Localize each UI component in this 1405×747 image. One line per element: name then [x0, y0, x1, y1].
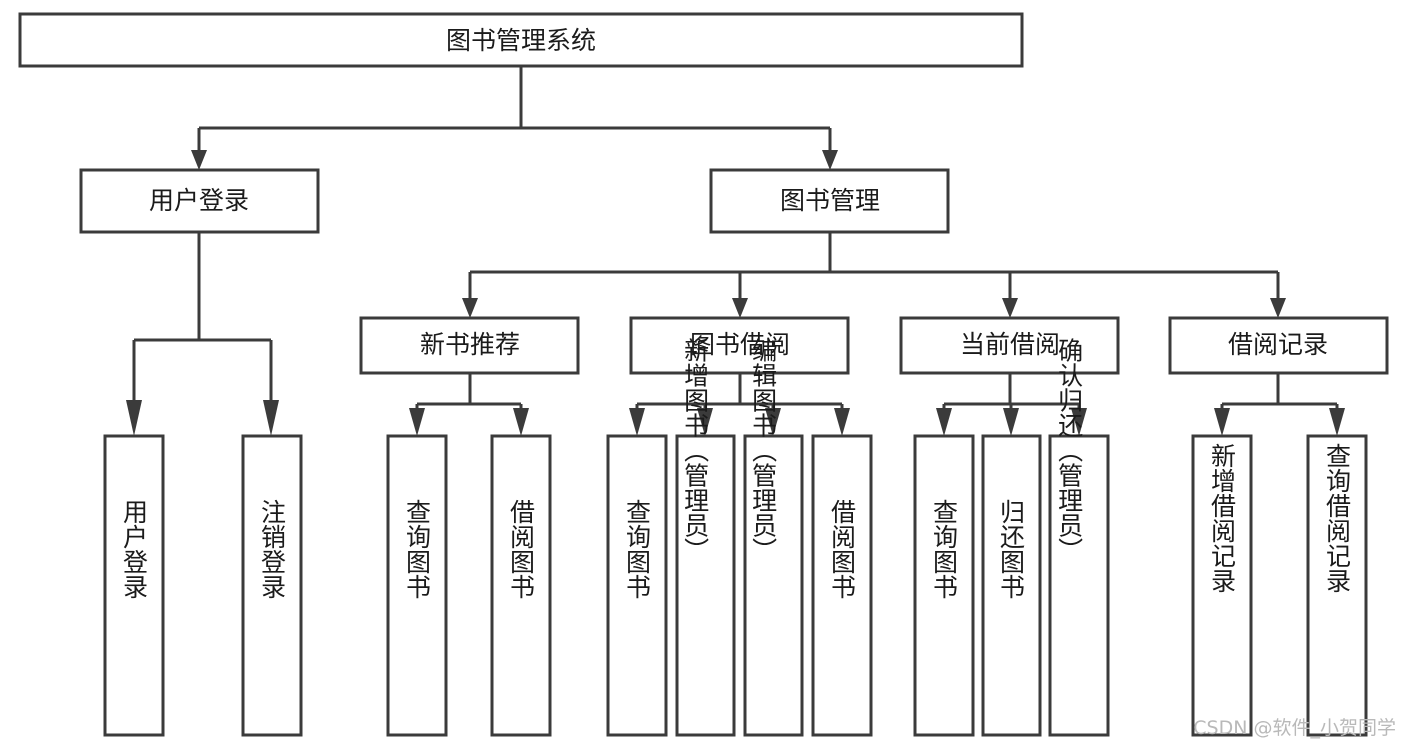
node-user-login-label: 用户登录 — [149, 186, 249, 215]
arrowhead-book-manage — [822, 150, 838, 170]
node-leaf-add-book-box[interactable] — [675, 434, 736, 737]
node-leaf-query-book-2[interactable]: 查询图书 — [606, 434, 668, 737]
node-leaf-borrow-book-2[interactable]: 借阅图书 — [811, 434, 873, 737]
arrowhead-borrow-record — [1270, 298, 1286, 318]
node-leaf-confirm-return[interactable]: 确认归还（管理员） — [1048, 338, 1110, 737]
csdn-watermark: CSDN @软件_小贺同学 — [1193, 717, 1396, 739]
node-current-borrow[interactable]: 当前借阅 — [899, 316, 1120, 375]
arrowhead-leaf-return-book — [1003, 408, 1019, 436]
node-leaf-return-book-box[interactable] — [981, 434, 1042, 737]
node-book-borrow-label: 图书借阅 — [690, 330, 790, 359]
node-leaf-return-book[interactable]: 归还图书 — [981, 434, 1042, 737]
node-leaf-query-record-label: 查询借阅记录 — [1323, 443, 1352, 593]
connector-layer — [126, 66, 1345, 436]
arrowhead-book-borrow — [732, 298, 748, 318]
arrowhead-leaf-add-book — [697, 408, 713, 436]
node-leaf-user-login-box[interactable] — [103, 434, 165, 737]
node-new-book-rec[interactable]: 新书推荐 — [359, 316, 580, 375]
arrowhead-leaf-add-record — [1214, 408, 1230, 436]
node-leaf-add-book[interactable]: 新增图书（管理员） — [675, 338, 736, 737]
node-leaf-query-book-3-label: 查询图书 — [930, 499, 959, 599]
node-leaf-edit-book[interactable]: 编辑图书（管理员） — [743, 338, 804, 737]
node-leaf-query-book-2-label: 查询图书 — [623, 499, 652, 599]
node-leaf-borrow-book-2-box[interactable] — [811, 434, 873, 737]
node-leaf-user-login-label: 用户登录 — [120, 499, 149, 599]
node-leaf-logout-box[interactable] — [241, 434, 303, 737]
node-leaf-query-book-2-box[interactable] — [606, 434, 668, 737]
node-leaf-query-book-3-box[interactable] — [913, 434, 975, 737]
node-leaf-confirm-return-box[interactable] — [1048, 434, 1110, 737]
node-leaf-return-book-label: 归还图书 — [997, 499, 1026, 599]
node-book-manage-box[interactable] — [709, 168, 950, 234]
arrowhead-leaf-logout — [263, 400, 279, 436]
arrowhead-leaf-query-book-2 — [629, 408, 645, 436]
node-leaf-add-record[interactable]: 新增借阅记录 — [1191, 434, 1253, 737]
arrowhead-leaf-borrow-book-1 — [513, 408, 529, 436]
node-leaf-add-book-label: 新增图书（管理员） — [681, 338, 710, 563]
node-borrow-record-label: 借阅记录 — [1228, 330, 1328, 359]
node-leaf-query-book-1[interactable]: 查询图书 — [386, 434, 448, 737]
node-user-login[interactable]: 用户登录 — [79, 168, 320, 234]
arrowhead-leaf-query-record — [1329, 408, 1345, 436]
node-leaf-query-book-1-box[interactable] — [386, 434, 448, 737]
node-leaf-query-book-3[interactable]: 查询图书 — [913, 434, 975, 737]
arrowhead-leaf-query-book-3 — [936, 408, 952, 436]
node-leaf-edit-book-box[interactable] — [743, 434, 804, 737]
node-leaf-query-record-box[interactable] — [1306, 434, 1368, 737]
arrowhead-leaf-query-book-1 — [409, 408, 425, 436]
node-book-borrow[interactable]: 图书借阅 — [629, 316, 850, 375]
node-leaf-add-record-box[interactable] — [1191, 434, 1253, 737]
node-book-manage-label: 图书管理 — [780, 186, 880, 215]
arrowhead-leaf-edit-book — [765, 408, 781, 436]
node-leaf-logout-label: 注销登录 — [258, 499, 287, 599]
arrowhead-new-book-rec — [462, 298, 478, 318]
node-user-login-box[interactable] — [79, 168, 320, 234]
node-current-borrow-box[interactable] — [899, 316, 1120, 375]
node-leaf-query-book-1-label: 查询图书 — [403, 499, 432, 599]
arrowhead-current-borrow — [1002, 298, 1018, 318]
arrowhead-user-login — [191, 150, 207, 170]
node-leaf-borrow-book-1[interactable]: 借阅图书 — [490, 434, 552, 737]
node-borrow-record[interactable]: 借阅记录 — [1168, 316, 1389, 375]
node-leaf-edit-book-label: 编辑图书（管理员） — [749, 338, 778, 563]
node-borrow-record-box[interactable] — [1168, 316, 1389, 375]
node-book-borrow-box[interactable] — [629, 316, 850, 375]
node-root-box[interactable] — [18, 12, 1024, 68]
node-leaf-add-record-label: 新增借阅记录 — [1208, 443, 1237, 593]
node-current-borrow-label: 当前借阅 — [960, 330, 1060, 359]
arrowhead-leaf-user-login — [126, 400, 142, 436]
node-leaf-query-record[interactable]: 查询借阅记录 — [1306, 434, 1368, 737]
node-leaf-borrow-book-1-box[interactable] — [490, 434, 552, 737]
node-leaf-borrow-book-2-label: 借阅图书 — [828, 499, 857, 599]
node-leaf-logout[interactable]: 注销登录 — [241, 434, 303, 737]
node-root-label: 图书管理系统 — [446, 26, 596, 55]
arrowhead-leaf-borrow-book-2 — [834, 408, 850, 436]
node-root[interactable]: 图书管理系统 — [18, 12, 1024, 68]
node-leaf-confirm-return-label: 确认归还（管理员） — [1055, 338, 1084, 563]
node-new-book-rec-box[interactable] — [359, 316, 580, 375]
node-leaf-borrow-book-1-label: 借阅图书 — [507, 499, 536, 599]
arrowhead-leaf-confirm-return — [1071, 408, 1087, 436]
node-book-manage[interactable]: 图书管理 — [709, 168, 950, 234]
node-new-book-rec-label: 新书推荐 — [420, 330, 520, 359]
node-leaf-user-login[interactable]: 用户登录 — [103, 434, 165, 737]
